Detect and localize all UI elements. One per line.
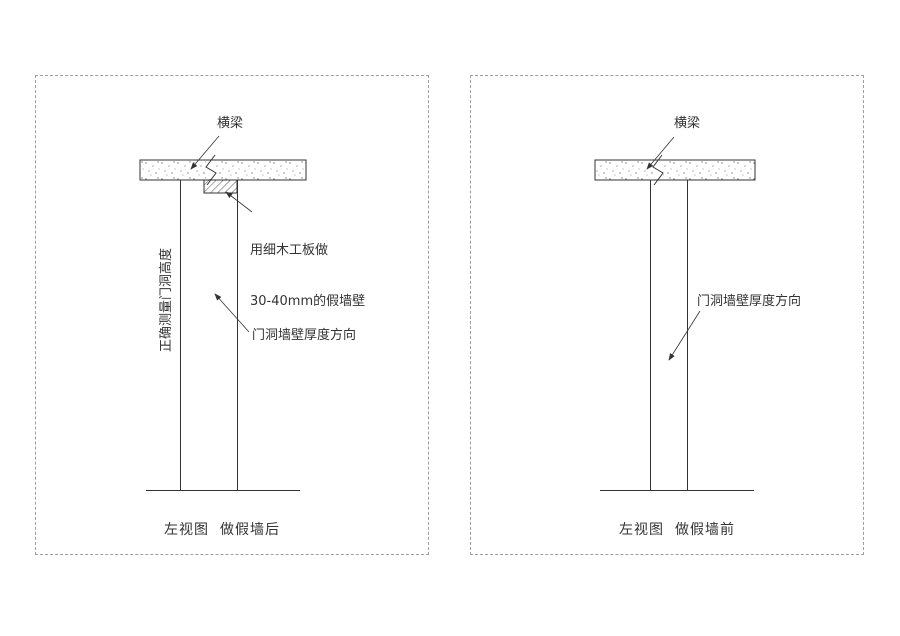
leader-beam-left — [190, 135, 220, 170]
fake-wall-note-line2: 30-40mm的假墙壁 — [250, 294, 366, 309]
leader-thickness-right — [668, 310, 701, 361]
caption-left: 左视图 做假墙后 — [164, 522, 280, 538]
beam-left — [139, 159, 307, 181]
beam-break-right — [652, 154, 664, 186]
leader-thickness-left — [214, 293, 250, 333]
beam-right — [594, 159, 756, 181]
fake-wall-note-line1: 用细木工板做 — [250, 243, 329, 258]
thickness-label-right: 门洞墙壁厚度方向 — [697, 294, 802, 309]
caption-right: 左视图 做假墙前 — [619, 522, 735, 538]
fake-wall-note: 用细木工板做 30-40mm的假墙壁 — [250, 208, 365, 344]
left-diagram — [139, 135, 307, 491]
right-diagram — [594, 136, 756, 491]
wall-column-left — [180, 180, 238, 490]
door-height-label: 正确测量门洞高度 — [159, 248, 174, 353]
leader-beam-right — [646, 136, 675, 170]
beam-label-right: 横梁 — [673, 116, 700, 131]
panel-before-fake-wall — [470, 75, 864, 555]
thickness-label-left: 门洞墙壁厚度方向 — [252, 328, 357, 343]
panel-after-fake-wall — [35, 75, 429, 555]
beam-label-left: 横梁 — [216, 116, 243, 131]
wall-column-right — [650, 180, 688, 490]
beam-break-left — [205, 154, 217, 186]
fake-wall-board-hatch — [203, 179, 238, 194]
leader-fake-wall-note — [225, 191, 253, 213]
